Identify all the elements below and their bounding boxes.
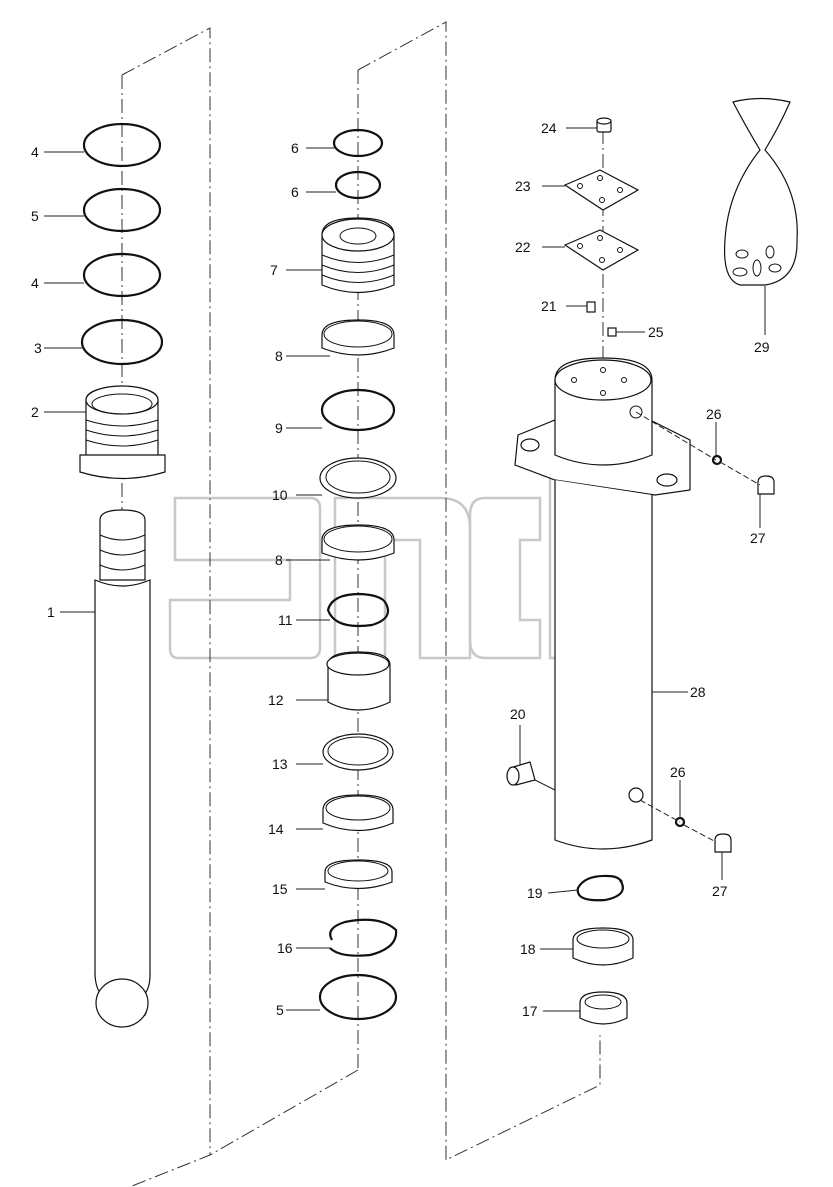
callout-22: 22 [515,239,531,255]
callout-15: 15 [272,881,288,897]
callout-10: 10 [272,487,288,503]
callout-labels: 4 5 4 3 2 1 6 6 7 8 9 10 8 11 12 13 14 1… [31,120,770,1019]
callout-20: 20 [510,706,526,722]
callout-26-top: 26 [706,406,722,422]
callout-18: 18 [520,941,536,957]
callout-2: 2 [31,404,39,420]
callout-6-top: 6 [291,140,299,156]
callout-16: 16 [277,940,293,956]
callout-3: 3 [34,340,42,356]
callout-19: 19 [527,885,543,901]
callout-11: 11 [278,612,293,628]
piston-rod-group [79,122,166,1028]
callout-4-bottom: 4 [31,275,39,291]
callout-6-bottom: 6 [291,184,299,200]
callout-27-bottom: 27 [712,883,728,899]
callout-9: 9 [275,420,283,436]
callout-5-left: 5 [31,208,39,224]
callout-8-top: 8 [275,348,283,364]
callout-13: 13 [272,756,288,772]
callout-14: 14 [268,821,284,837]
callout-29: 29 [754,339,770,355]
callout-1: 1 [47,604,55,620]
callout-8-bottom: 8 [275,552,283,568]
callout-17: 17 [522,1003,538,1019]
callout-4-top: 4 [31,144,39,160]
callout-25: 25 [648,324,664,340]
callout-5-bottom: 5 [276,1002,284,1018]
callout-12: 12 [268,692,284,708]
callout-23: 23 [515,178,531,194]
callout-26-bottom: 26 [670,764,686,780]
cylinder-tube-group [506,97,798,1025]
callout-21: 21 [541,298,557,314]
leader-lines [44,127,766,1012]
piston-seals-group [318,128,398,1021]
callout-7: 7 [270,262,278,278]
callout-24: 24 [541,120,557,136]
callout-27-top: 27 [750,530,766,546]
callout-28: 28 [690,684,706,700]
